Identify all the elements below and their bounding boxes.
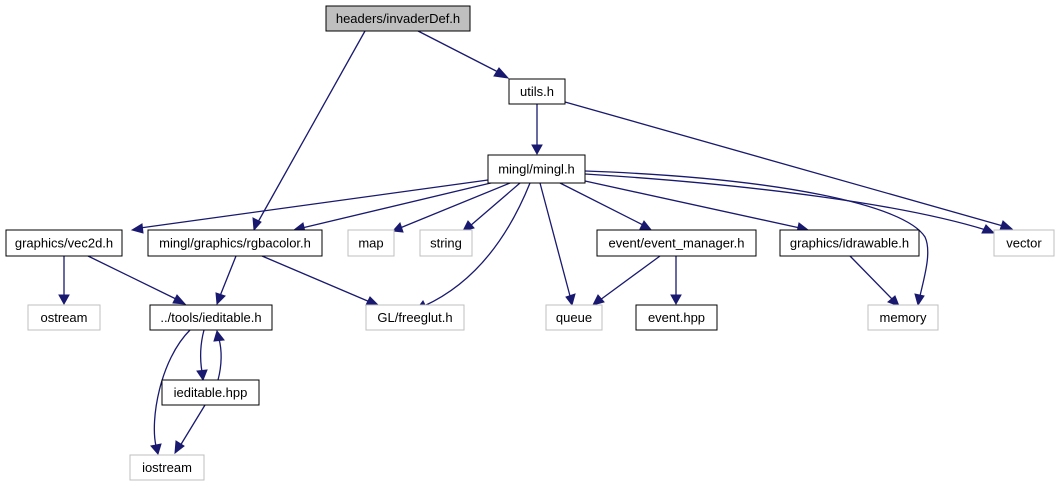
svg-text:GL/freeglut.h: GL/freeglut.h	[377, 310, 452, 325]
edge-event-manager-queue	[592, 255, 661, 306]
edge-vec2d-ieditable-h	[87, 255, 187, 305]
edge-mingl-vector	[584, 173, 996, 234]
svg-text:mingl/graphics/rgbacolor.h: mingl/graphics/rgbacolor.h	[159, 236, 311, 251]
edge-mingl-rgbacolor	[292, 181, 496, 233]
edge-mingl-vec2d	[130, 179, 489, 234]
edge-mingl-idrawable	[584, 180, 810, 233]
svg-text:string: string	[430, 236, 462, 251]
svg-text:utils.h: utils.h	[520, 84, 554, 99]
svg-text:iostream: iostream	[142, 460, 192, 475]
svg-text:headers/invaderDef.h: headers/invaderDef.h	[336, 11, 460, 26]
node-mingl[interactable]: mingl/mingl.h	[487, 154, 586, 184]
svg-text:vector: vector	[1006, 236, 1042, 251]
node-queue[interactable]: queue	[545, 304, 603, 331]
edge-mingl-event-manager	[559, 182, 654, 232]
svg-text:event/event_manager.h: event/event_manager.h	[609, 236, 745, 251]
svg-text:queue: queue	[556, 310, 592, 325]
edge-vec2d-ostream	[58, 256, 70, 306]
edge-invaderdef-utils	[417, 30, 510, 79]
edge-event-manager-event-hpp	[670, 256, 682, 306]
node-invaderdef[interactable]: headers/invaderDef.h	[325, 5, 471, 32]
edge-rgbacolor-ieditable-h	[215, 255, 237, 306]
svg-text:memory: memory	[880, 310, 927, 325]
svg-text:graphics/idrawable.h: graphics/idrawable.h	[790, 236, 909, 251]
edge-utils-mingl	[531, 104, 543, 156]
edge-idrawable-memory	[849, 255, 900, 307]
svg-text:event.hpp: event.hpp	[648, 310, 705, 325]
node-string[interactable]: string	[419, 229, 473, 257]
edge-mingl-memory	[584, 170, 929, 307]
node-vec2d[interactable]: graphics/vec2d.h	[5, 229, 123, 257]
node-memory[interactable]: memory	[867, 304, 939, 331]
edge-ieditable-hpp-ieditable-h	[213, 329, 225, 381]
node-freeglut[interactable]: GL/freeglut.h	[365, 304, 465, 331]
svg-text:ostream: ostream	[41, 310, 88, 325]
edge-ieditable-hpp-iostream	[174, 404, 206, 455]
node-rgbacolor[interactable]: mingl/graphics/rgbacolor.h	[147, 229, 323, 257]
edge-mingl-queue	[539, 182, 576, 307]
svg-text:ieditable.hpp: ieditable.hpp	[174, 385, 248, 400]
edge-ieditable-h-ieditable-hpp	[196, 329, 208, 382]
svg-text:mingl/mingl.h: mingl/mingl.h	[498, 162, 575, 177]
node-vector[interactable]: vector	[993, 229, 1055, 257]
svg-text:../tools/ieditable.h: ../tools/ieditable.h	[160, 310, 261, 325]
node-iostream[interactable]: iostream	[129, 454, 205, 481]
edge-mingl-map	[391, 182, 511, 233]
node-event-manager[interactable]: event/event_manager.h	[596, 229, 757, 257]
node-ieditable-h[interactable]: ../tools/ieditable.h	[149, 304, 273, 331]
node-idrawable[interactable]: graphics/idrawable.h	[779, 229, 920, 257]
svg-text:map: map	[358, 236, 383, 251]
edge-invaderdef-rgbacolor	[252, 30, 366, 232]
node-ostream[interactable]: ostream	[27, 304, 101, 331]
node-ieditable-hpp[interactable]: ieditable.hpp	[161, 379, 260, 406]
svg-text:graphics/vec2d.h: graphics/vec2d.h	[15, 236, 113, 251]
edge-utils-vector	[564, 101, 1014, 231]
nodes: headers/invaderDef.h utils.h mingl/mingl…	[5, 5, 1055, 481]
node-map[interactable]: map	[347, 229, 395, 257]
edge-rgbacolor-freeglut	[261, 255, 380, 306]
node-event-hpp[interactable]: event.hpp	[635, 304, 718, 331]
node-utils[interactable]: utils.h	[508, 78, 566, 105]
edge-ieditable-h-iostream	[150, 329, 191, 456]
